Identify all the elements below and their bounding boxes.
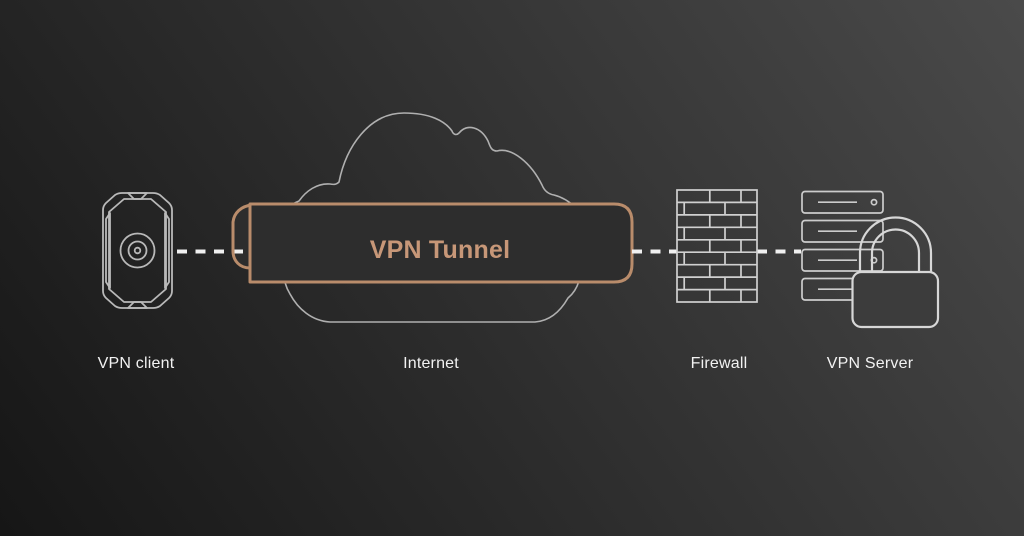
- brick-wall-icon: [676, 189, 758, 303]
- vpn-tunnel-label: VPN Tunnel: [369, 236, 511, 264]
- firewall-label: Firewall: [690, 355, 748, 372]
- vpn-tunnel-tube: [248, 202, 634, 284]
- internet-label: Internet: [403, 355, 459, 372]
- vpn-client-label: VPN client: [97, 355, 175, 372]
- vpn-server-label: VPN Server: [826, 355, 914, 372]
- mobile-device-icon: [102, 192, 173, 309]
- cloud-icon: [282, 112, 583, 323]
- padlock-icon: [851, 216, 940, 329]
